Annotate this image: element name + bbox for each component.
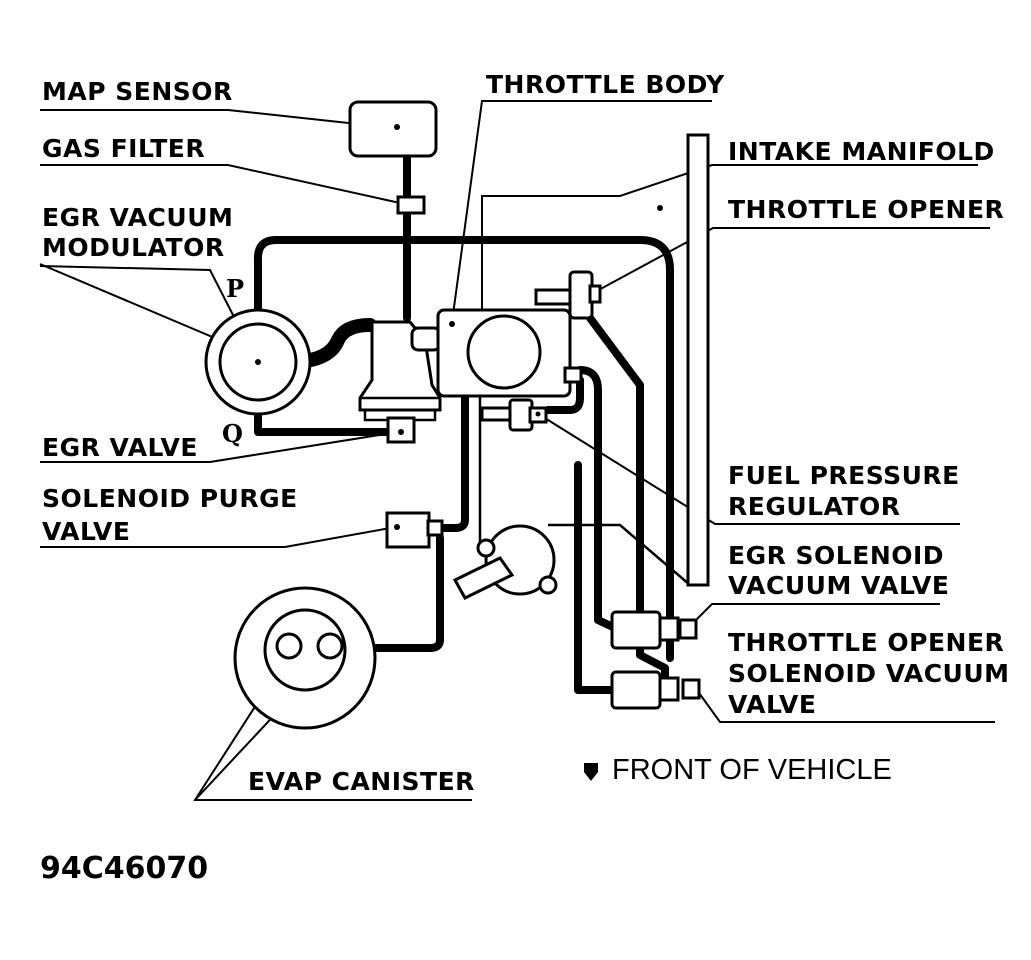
egr-valve-dot xyxy=(398,429,404,435)
label-egr-solenoid-vacuum-valve-2: VACUUM VALVE xyxy=(728,571,949,600)
line-throttle-lower xyxy=(478,395,691,586)
label-solenoid-purge-valve-1: SOLENOID PURGE xyxy=(42,484,298,513)
label-throttle-opener-solenoid-2: SOLENOID VACUUM xyxy=(728,659,1010,688)
fuel-pressure-regulator-pipe xyxy=(480,406,514,422)
label-egr-vacuum-modulator-1: EGR VACUUM xyxy=(42,203,233,232)
leader-solenoid-purge xyxy=(40,526,397,548)
throttle-opener-cap xyxy=(588,284,602,304)
egr-solenoid-vacuum-valve xyxy=(610,610,662,650)
leader-lines xyxy=(39,100,995,801)
hose-purge-lower xyxy=(346,534,444,652)
thermostat-outlet xyxy=(452,556,515,600)
throttle-opener-solenoid-valve-cap xyxy=(681,678,701,700)
fuel-pressure-regulator-dot xyxy=(535,411,541,417)
vacuum-hoses xyxy=(254,154,691,694)
intake-manifold-bar xyxy=(686,133,710,587)
solenoid-purge-valve-dot xyxy=(394,524,400,530)
hose-modulator-to-manifold xyxy=(254,236,674,662)
evap-canister-port-2 xyxy=(316,632,344,660)
label-throttle-opener: THROTTLE OPENER xyxy=(728,195,1004,224)
label-egr-vacuum-modulator-2: MODULATOR xyxy=(42,233,225,262)
throttle-bore xyxy=(466,314,542,390)
hose-modulator-center xyxy=(289,318,377,369)
thermostat-bolt-r xyxy=(538,575,558,595)
evap-canister-inner xyxy=(263,608,347,692)
label-port-p: P xyxy=(226,274,244,303)
label-throttle-opener-solenoid-1: THROTTLE OPENER xyxy=(728,628,1004,657)
leader-intake-manifold xyxy=(481,164,978,312)
label-front-of-vehicle: FRONT OF VEHICLE xyxy=(612,754,892,786)
label-egr-solenoid-vacuum-valve-1: EGR SOLENOID xyxy=(728,541,944,570)
leader-throttle-opener-solenoid xyxy=(693,685,995,723)
hose-to-lower-solenoid xyxy=(574,461,616,694)
front-arrow-icon xyxy=(584,763,598,781)
solenoid-purge-valve-nipple xyxy=(426,519,444,537)
leader-evap-canister-1 xyxy=(193,662,472,801)
solenoid-purge-valve xyxy=(385,511,431,549)
thermostat-bolt-l xyxy=(476,538,496,558)
egr-valve-neck xyxy=(410,326,442,352)
leader-gas-filter xyxy=(40,164,401,204)
egr-vacuum-modulator-dot xyxy=(255,359,261,365)
label-map-sensor: MAP SENSOR xyxy=(42,77,233,106)
hose-egr-solenoid xyxy=(544,376,584,414)
label-evap-canister: EVAP CANISTER xyxy=(248,767,475,796)
leader-throttle-opener xyxy=(594,227,990,293)
throttle-opener-bracket xyxy=(534,288,576,306)
label-throttle-opener-solenoid-3: VALVE xyxy=(728,690,816,719)
leader-egr-valve xyxy=(40,431,399,463)
label-fuel-pressure-regulator-1: FUEL PRESSURE xyxy=(728,461,960,490)
throttle-body-dot xyxy=(449,321,455,327)
map-sensor-box xyxy=(348,100,438,158)
leader-map-sensor xyxy=(40,109,396,129)
leader-throttle-body xyxy=(451,100,712,323)
leader-egr-solenoid xyxy=(687,603,940,629)
label-port-q: Q xyxy=(222,419,243,448)
throttle-opener-solenoid-valve-nipple xyxy=(658,676,680,702)
labels: MAP SENSOR GAS FILTER EGR VACUUM MODULAT… xyxy=(42,70,1010,796)
evap-canister-port-1 xyxy=(275,632,303,660)
hose-purge-upper xyxy=(428,391,469,532)
egr-solenoid-vacuum-valve-cap xyxy=(678,618,698,640)
throttle-opener-solenoid-valve xyxy=(610,670,662,710)
hose-fpr xyxy=(576,366,619,632)
hose-throttle-opener xyxy=(586,314,669,684)
label-solenoid-purge-valve-2: VALVE xyxy=(42,517,130,546)
label-fuel-pressure-regulator-2: REGULATOR xyxy=(728,492,901,521)
label-egr-valve: EGR VALVE xyxy=(42,433,198,462)
label-gas-filter: GAS FILTER xyxy=(42,134,205,163)
front-of-vehicle-legend: FRONT OF VEHICLE xyxy=(584,754,892,786)
label-intake-manifold: INTAKE MANIFOLD xyxy=(728,137,995,166)
figure-code: 94C46070 xyxy=(40,851,208,886)
label-throttle-body: THROTTLE BODY xyxy=(486,70,725,99)
gas-filter xyxy=(396,195,426,215)
egr-solenoid-vacuum-valve-nipple xyxy=(658,616,680,642)
intake-manifold-dot xyxy=(657,205,663,211)
throttle-side-port xyxy=(563,366,583,384)
map-sensor-dot xyxy=(394,124,400,130)
